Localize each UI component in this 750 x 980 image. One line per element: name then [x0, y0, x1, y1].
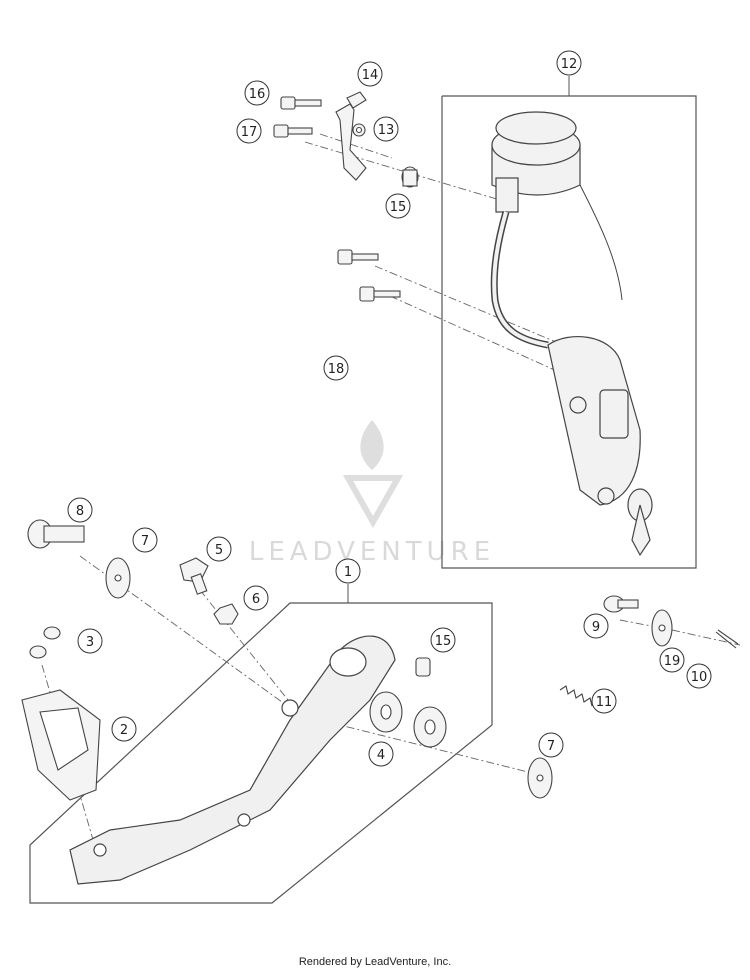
- callout-1: 1: [335, 558, 361, 584]
- svg-text:14: 14: [362, 68, 379, 83]
- frame-master-cylinder: [441, 95, 697, 569]
- callout-4: 4: [368, 741, 394, 767]
- svg-text:17: 17: [241, 125, 258, 140]
- brake-pedal-1: [69, 635, 396, 885]
- svg-text:19: 19: [664, 654, 681, 669]
- frame-brake-pedal: [29, 602, 493, 904]
- pivot-bolt-8: [27, 519, 85, 549]
- svg-text:15: 15: [390, 200, 407, 215]
- callout-7-lower: 7: [538, 732, 564, 758]
- svg-text:1: 1: [344, 565, 352, 580]
- callout-12: 12: [556, 50, 582, 76]
- callout-15-upper: 15: [385, 193, 411, 219]
- svg-text:13: 13: [378, 123, 395, 138]
- svg-text:12: 12: [561, 57, 578, 72]
- callout-19: 19: [659, 647, 685, 673]
- pin-9: [603, 595, 639, 613]
- svg-text:11: 11: [596, 695, 613, 710]
- svg-text:6: 6: [252, 592, 260, 607]
- cotter-pin-10: [715, 629, 739, 649]
- washer-19: [651, 609, 673, 647]
- bushing-15-top: [401, 166, 419, 188]
- svg-text:4: 4: [377, 748, 385, 763]
- callout-11: 11: [591, 688, 617, 714]
- callout-3: 3: [77, 628, 103, 654]
- washer-7-upper: [105, 557, 131, 599]
- pedal-step-2: [21, 689, 101, 801]
- callout-18: 18: [323, 355, 349, 381]
- watermark-text: LEADVENTURE: [249, 537, 495, 567]
- callout-7-upper: 7: [132, 527, 158, 553]
- nut-6: [213, 603, 239, 625]
- screw-17: [273, 124, 313, 138]
- footer-credit: Rendered by LeadVenture, Inc.: [298, 956, 452, 968]
- svg-text:7: 7: [141, 534, 149, 549]
- callout-9: 9: [583, 613, 609, 639]
- spring-11: [559, 685, 593, 707]
- callout-10: 10: [686, 663, 712, 689]
- svg-text:16: 16: [249, 87, 266, 102]
- svg-text:5: 5: [215, 543, 223, 558]
- callout-5: 5: [206, 536, 232, 562]
- callout-14: 14: [357, 61, 383, 87]
- bearings-4: [369, 691, 447, 748]
- reservoir-bracket: [335, 91, 367, 181]
- svg-text:8: 8: [76, 504, 84, 519]
- svg-text:7: 7: [547, 739, 555, 754]
- callout-13: 13: [373, 116, 399, 142]
- svg-text:9: 9: [592, 620, 600, 635]
- svg-text:10: 10: [691, 670, 708, 685]
- screws-3: [29, 626, 61, 659]
- svg-text:3: 3: [86, 635, 94, 650]
- callout-2: 2: [111, 716, 137, 742]
- svg-text:15: 15: [435, 634, 452, 649]
- svg-text:18: 18: [328, 362, 345, 377]
- screws-18: [337, 249, 401, 302]
- svg-text:2: 2: [120, 723, 128, 738]
- screw-16: [280, 96, 322, 110]
- callout-16: 16: [244, 80, 270, 106]
- watermark-logo: [342, 420, 404, 529]
- washer-7-lower: [527, 757, 553, 799]
- callout-6: 6: [243, 585, 269, 611]
- callout-15-lower: 15: [430, 627, 456, 653]
- callout-17: 17: [236, 118, 262, 144]
- master-cylinder: [547, 336, 653, 557]
- bushing-15-lower: [415, 657, 431, 677]
- callout-8: 8: [67, 497, 93, 523]
- brake-fluid-reservoir: [490, 111, 623, 349]
- bolt-5: [179, 557, 209, 595]
